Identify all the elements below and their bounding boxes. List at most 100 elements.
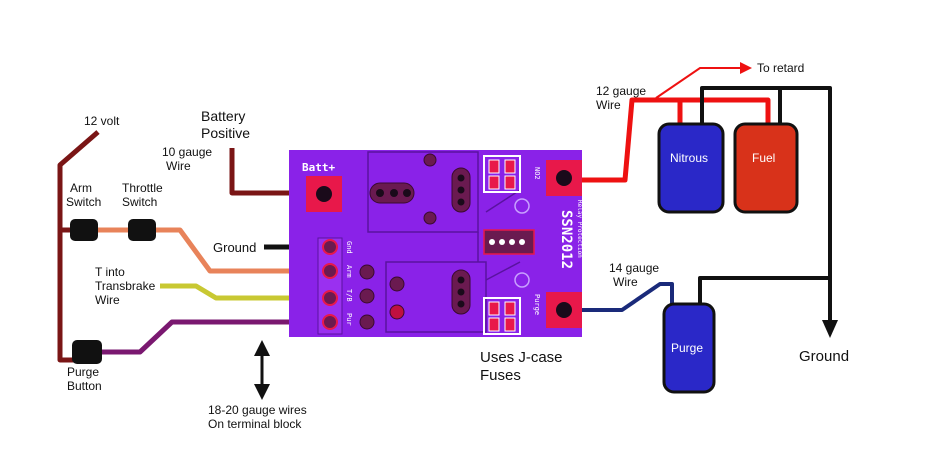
terminal-arrow-down	[254, 384, 270, 400]
board-side-text: Relay Protection	[576, 200, 583, 258]
purge-button	[72, 340, 102, 364]
terminal-pur	[322, 314, 338, 330]
terminal-pur-label: Pur	[345, 313, 353, 326]
nitrous-label: Nitrous	[670, 151, 708, 165]
fourteen-gauge-label-2: Wire	[613, 275, 638, 289]
throttle-switch-label: Throttle	[122, 181, 163, 195]
terminal-gnd-label: Gnd	[345, 241, 353, 254]
purge-bottle	[662, 302, 716, 394]
terminal-arm-label: Arm	[345, 265, 353, 278]
pad-hole	[376, 189, 384, 197]
fuse-pin	[488, 175, 500, 190]
pad-hole	[499, 239, 505, 245]
ground-right-label: Ground	[799, 348, 849, 365]
arm-switch	[70, 219, 98, 241]
twelve-volt-label: 12 volt	[84, 114, 120, 128]
throttle-switch-label-2: Switch	[122, 195, 157, 209]
no2-label: NO2	[533, 167, 541, 180]
jcase-fuses-label: Uses J-case	[480, 349, 563, 366]
fuse-holder-bottom	[483, 297, 521, 335]
pad-hole	[457, 300, 465, 308]
purple-purge-wire	[100, 319, 330, 355]
terminal-tb	[322, 290, 338, 306]
fuse-pin	[504, 301, 516, 316]
batt-terminal-screw	[316, 186, 332, 202]
ground-wire-nitrous	[700, 86, 832, 322]
to-retard-arrow-line	[655, 67, 742, 99]
trace-line	[485, 261, 521, 281]
no2-terminal-screw	[556, 170, 572, 186]
trace-line	[485, 189, 521, 213]
purge-bottle-label: Purge	[671, 341, 703, 355]
relay-pad	[389, 304, 405, 320]
battery-positive-label-2: Positive	[201, 125, 250, 141]
fourteen-gauge-label: 14 gauge	[609, 261, 659, 275]
ground-arrowhead-right	[822, 320, 838, 338]
terminal-gnd	[322, 239, 338, 255]
batt-plus-label: Batt+	[302, 161, 335, 174]
fuse-pin	[504, 159, 516, 174]
pad-hole	[519, 239, 525, 245]
pad-hole	[390, 189, 398, 197]
arm-switch-label: Arm	[70, 181, 92, 195]
battery-positive-label: Battery	[201, 108, 245, 124]
relay-pad	[359, 264, 375, 280]
relay-pad	[359, 288, 375, 304]
to-retard-label: To retard	[757, 61, 804, 75]
ten-gauge-label-2: Wire	[166, 159, 191, 173]
pad-hole	[509, 239, 515, 245]
purge-button-label-2: Button	[67, 379, 102, 393]
yellow-transbrake-wire	[160, 283, 330, 301]
ground-left-label: Ground	[213, 240, 256, 255]
pad-hole	[403, 189, 411, 197]
t-into-label-2: Transbrake	[95, 279, 156, 293]
fuse-pin	[488, 301, 500, 316]
pad-hole	[457, 288, 465, 296]
t-into-label: T into	[95, 265, 125, 279]
twelve-gauge-label-2: Wire	[596, 98, 621, 112]
relay-outline-top	[367, 151, 479, 233]
purge-terminal-label: Purge	[533, 294, 541, 315]
ground-wire-purge	[698, 276, 830, 306]
twelve-volt-wire	[57, 130, 100, 363]
fuel-bottle	[733, 122, 799, 214]
terminal-block-label: 18-20 gauge wires	[208, 403, 307, 417]
throttle-switch	[128, 219, 156, 241]
purge-button-label: Purge	[67, 365, 99, 379]
board-model-label: SSN2012	[558, 210, 574, 269]
fuse-holder-top	[483, 155, 521, 193]
fuse-pin	[488, 317, 500, 332]
relay-pad	[423, 211, 437, 225]
pad-hole	[489, 239, 495, 245]
arm-switch-label-2: Switch	[66, 195, 101, 209]
fuse-pin	[504, 175, 516, 190]
relay-pad	[359, 314, 375, 330]
relay-pad	[423, 153, 437, 167]
fuse-pin	[488, 159, 500, 174]
blue-purge-wire	[565, 282, 674, 312]
jcase-fuses-label-2: Fuses	[480, 367, 521, 384]
pad-hole	[457, 276, 465, 284]
to-retard-arrowhead	[740, 62, 752, 74]
terminal-arm	[322, 263, 338, 279]
terminal-arrow-up	[254, 340, 270, 356]
orange-arm-wire	[148, 227, 330, 274]
purge-terminal-screw	[556, 302, 572, 318]
nitrous-bottle	[657, 122, 725, 214]
pad-hole	[457, 198, 465, 206]
pad-hole	[457, 174, 465, 182]
capacitor	[514, 272, 530, 288]
terminal-block-label-2: On terminal block	[208, 417, 302, 431]
fuse-pin	[504, 317, 516, 332]
fuel-label: Fuel	[752, 151, 775, 165]
twelve-gauge-label: 12 gauge	[596, 84, 646, 98]
relay-pad	[389, 276, 405, 292]
pad-hole	[457, 186, 465, 194]
red-twelve-gauge-wire	[565, 97, 771, 183]
ten-gauge-label: 10 gauge	[162, 145, 212, 159]
terminal-tb-label: T/B	[345, 289, 353, 302]
capacitor	[514, 198, 530, 214]
t-into-label-3: Wire	[95, 293, 120, 307]
